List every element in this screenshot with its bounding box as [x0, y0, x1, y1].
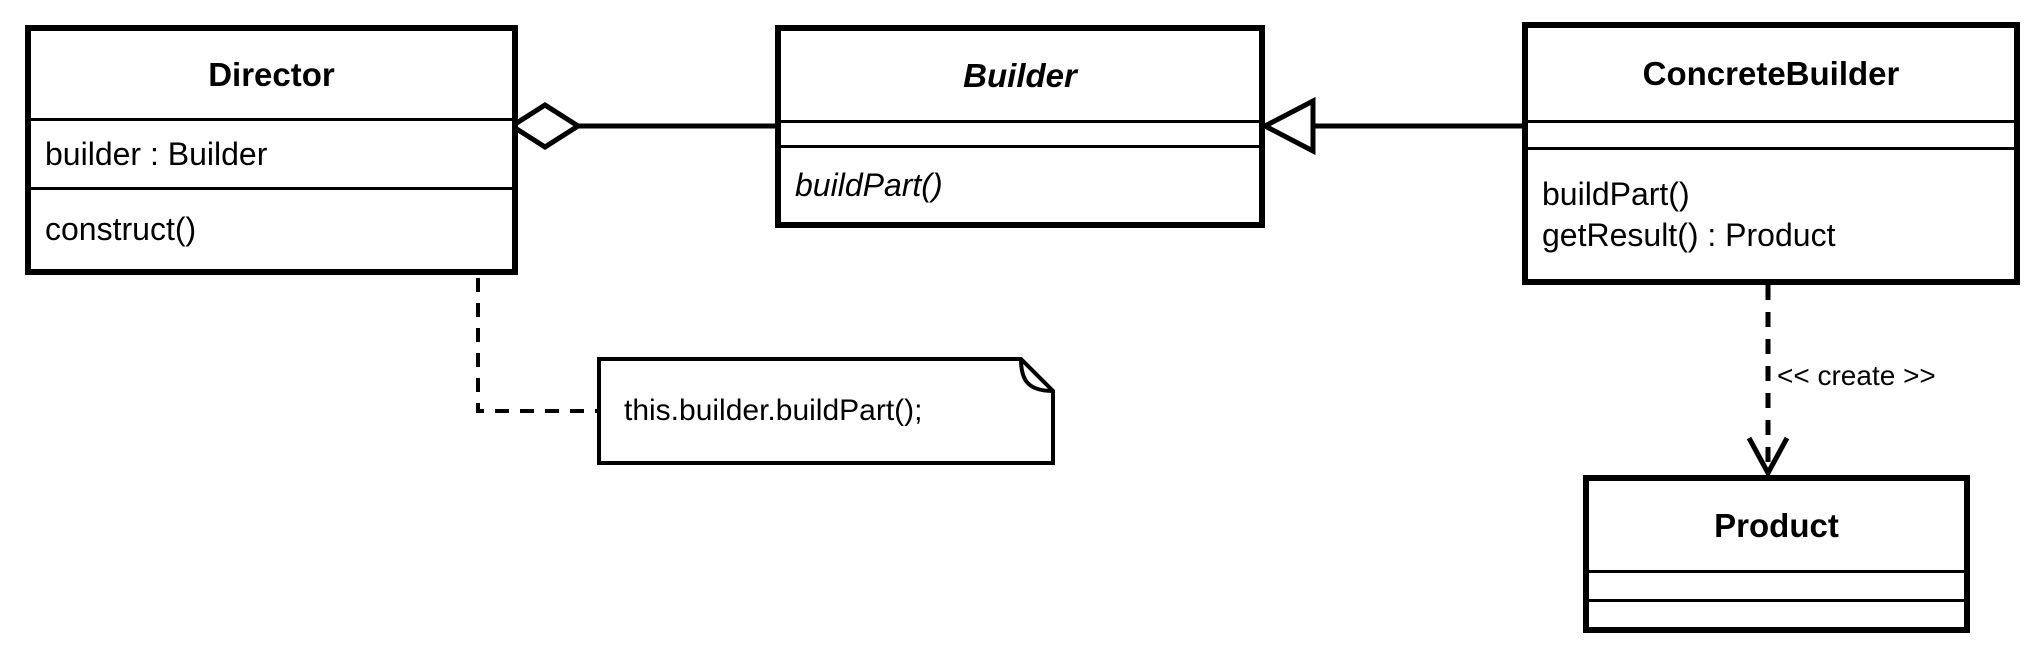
attributes-compartment-builder — [781, 120, 1259, 145]
class-box-director[interactable]: Director builder : Builder construct() — [25, 25, 518, 275]
attributes-compartment-director: builder : Builder — [31, 118, 512, 187]
create-dependency-arrowhead — [1746, 436, 1790, 479]
aggregation-diamond — [507, 102, 583, 150]
class-box-product[interactable]: Product — [1583, 475, 1970, 633]
class-name-director: Director — [31, 31, 512, 118]
class-name-concretebuilder: ConcreteBuilder — [1528, 28, 2014, 120]
class-name-product: Product — [1589, 481, 1964, 570]
class-box-concretebuilder[interactable]: ConcreteBuilder buildPart() getResult() … — [1522, 22, 2020, 285]
attribute-item: builder : Builder — [45, 135, 268, 172]
class-box-builder[interactable]: Builder buildPart() — [775, 25, 1265, 228]
operation-item: buildPart() — [795, 166, 943, 203]
create-stereotype-label: << create >> — [1777, 360, 1936, 391]
note-box[interactable]: this.builder.buildPart(); — [597, 357, 1055, 465]
class-name-builder: Builder — [781, 31, 1259, 120]
operations-compartment-product — [1589, 599, 1964, 627]
operations-compartment-builder: buildPart() — [781, 145, 1259, 222]
operations-compartment-concretebuilder: buildPart() getResult() : Product — [1528, 147, 2014, 279]
note-text: this.builder.buildPart(); — [624, 394, 923, 427]
generalization-triangle — [1259, 96, 1316, 156]
attributes-compartment-product — [1589, 570, 1964, 599]
operation-item: getResult() : Product — [1542, 216, 1836, 253]
operation-item: construct() — [45, 211, 197, 248]
attributes-compartment-concretebuilder — [1528, 120, 2014, 147]
operation-item: buildPart() — [1542, 175, 1690, 212]
note-shape — [597, 357, 1055, 465]
note-anchor-line — [476, 253, 597, 413]
operations-compartment-director: construct() — [31, 187, 512, 269]
